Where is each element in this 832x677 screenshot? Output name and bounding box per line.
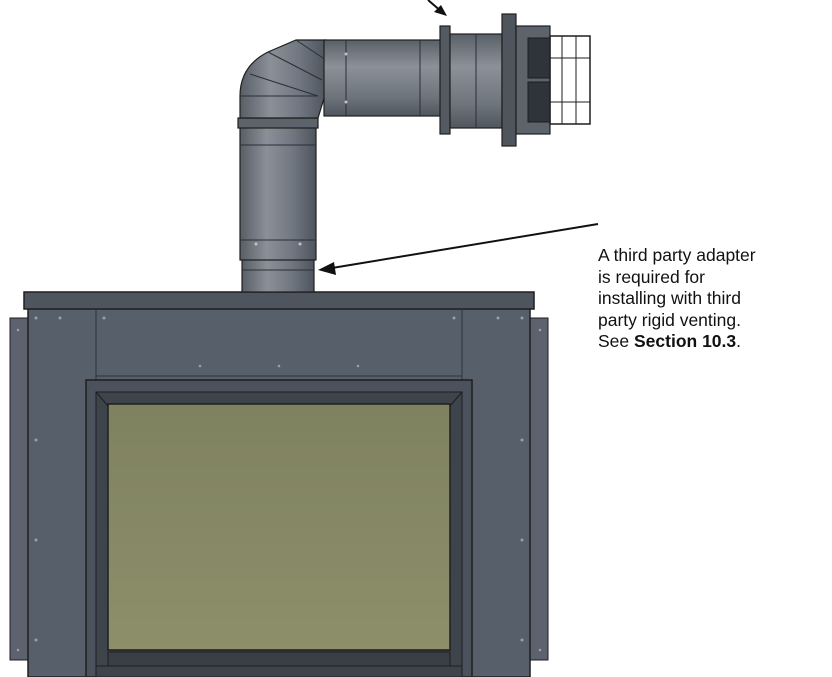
section-reference: Section 10.3: [634, 331, 737, 351]
flue-collar: [241, 257, 315, 293]
wall-thimble-plate: [439, 25, 451, 135]
glass-front: [107, 403, 451, 651]
vertical-pipe-section: [239, 125, 317, 261]
vent-elbow: [239, 39, 327, 119]
callout-arrows: [318, 0, 599, 275]
right-nailing-flange: [527, 317, 549, 661]
callout-line-5-prefix: See: [598, 331, 634, 351]
bottom-trim: [107, 651, 451, 667]
callout-line-1: A third party adapter: [598, 245, 756, 265]
callout-line-5-suffix: .: [736, 331, 742, 351]
termination-guard: [549, 35, 591, 125]
vertical-vent-pipe: [237, 117, 319, 293]
callout-line-2: is required for: [598, 266, 705, 287]
adapter-callout-text: A third party adapter is required for in…: [598, 245, 830, 353]
adapter-arrow: [331, 223, 599, 269]
horizontal-vent-pipe: [323, 39, 443, 117]
callout-line-3: installing with third: [598, 288, 741, 308]
left-nailing-flange: [9, 317, 31, 661]
callout-line-4: party rigid venting.: [598, 309, 741, 330]
fireplace-unit: [9, 291, 549, 677]
vent-termination: [439, 13, 591, 147]
termination-flange: [501, 13, 517, 147]
top-standoff: [23, 291, 535, 310]
horizontal-pipe-section: [323, 39, 443, 117]
housing-screws: [16, 316, 542, 652]
